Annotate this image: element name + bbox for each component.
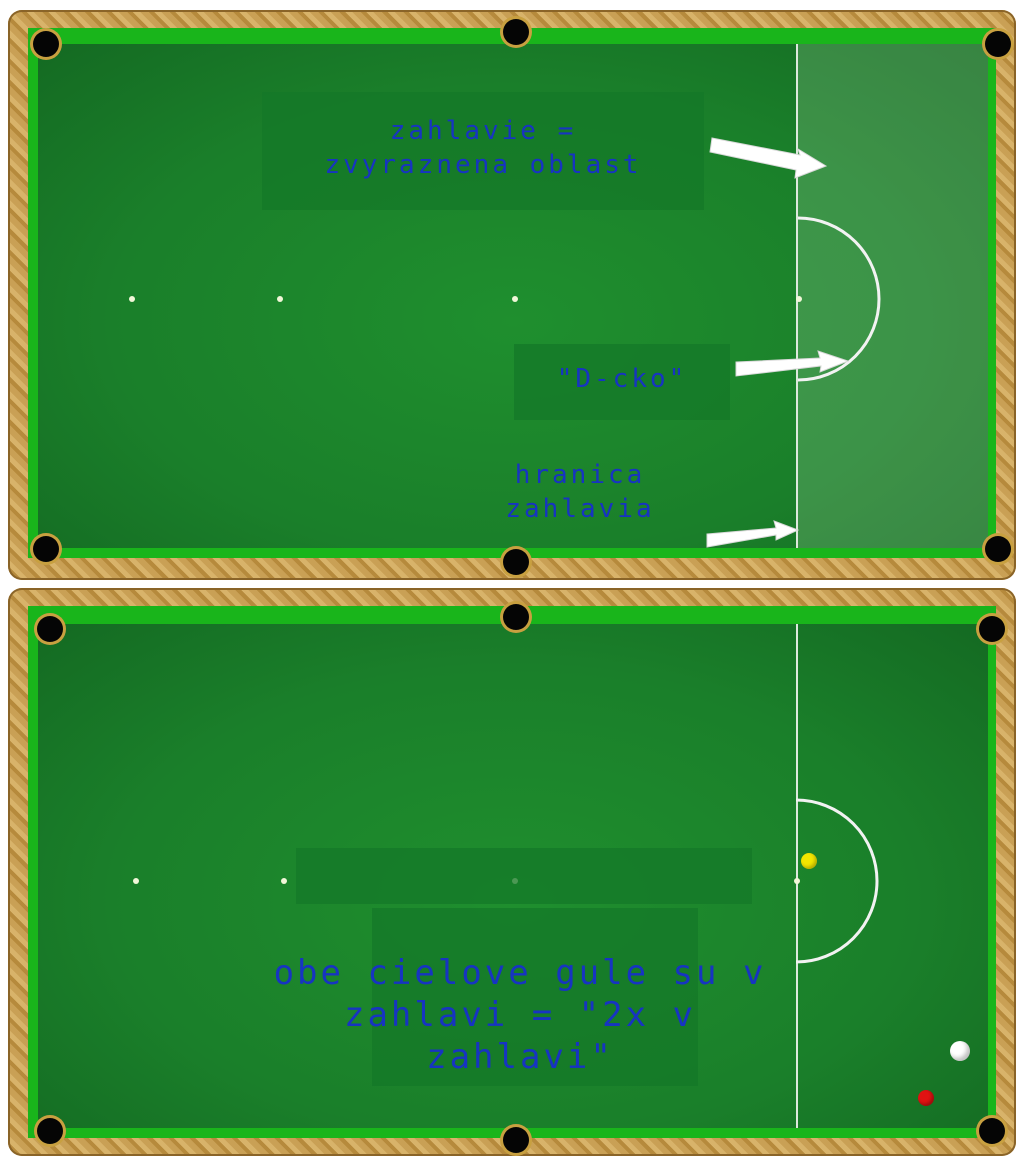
cue-ball [950,1041,970,1061]
caption-bg-strip [296,848,752,904]
label-d-zone: "D-cko" [514,362,730,396]
arrow-baulk-area [710,138,826,178]
d-zone-arc [798,218,879,380]
d-zone-arc-bottom [796,800,877,962]
red-ball [918,1090,934,1106]
yellow-ball [801,853,817,869]
caption-both-balls-in-baulk: obe cielove gule su v zahlavi = "2x v za… [250,952,790,1078]
arrow-baulk-line [707,521,798,547]
label-baulk-line: hranica zahlavia [470,458,690,526]
label-baulk-area: zahlavie = zvyraznena oblast [262,114,704,182]
